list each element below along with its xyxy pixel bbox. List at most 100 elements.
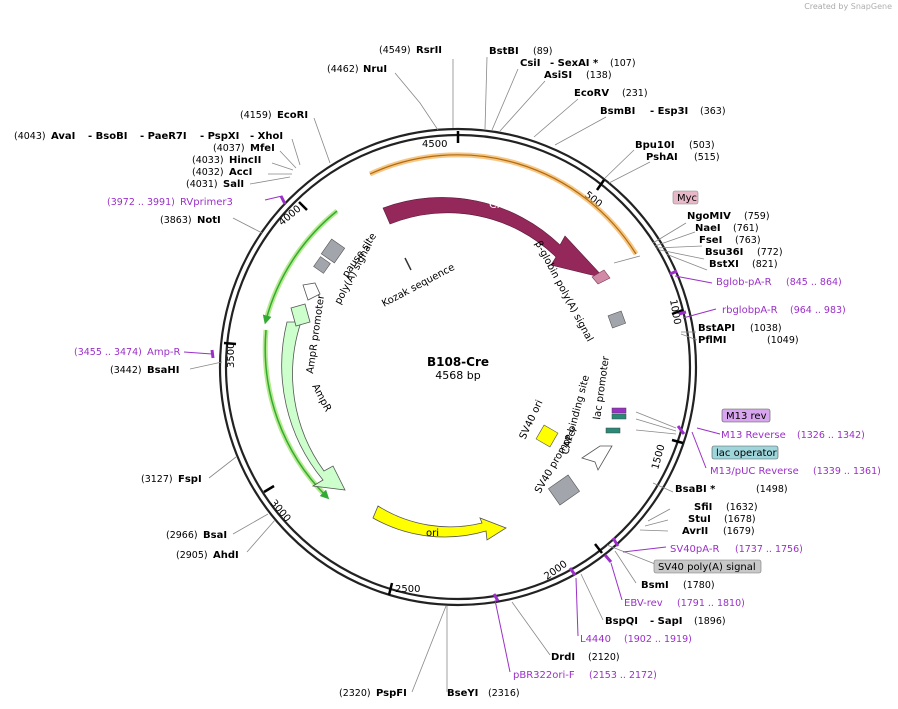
bsai-pos: (2966)	[166, 530, 198, 541]
fspi-name: FspI	[178, 474, 202, 485]
bsahi-pos: (3442)	[110, 365, 142, 376]
m13-marker	[611, 407, 627, 414]
myc-label: Myc	[677, 193, 697, 204]
sv40-promoter-feature[interactable]	[548, 474, 580, 506]
ahdi-pos: (2905)	[176, 550, 208, 561]
tick-2500: 2500	[395, 584, 420, 595]
m13rev-label: M13 rev	[726, 411, 767, 422]
avrii-pos: (1679)	[723, 526, 755, 537]
pshai-name: PshAI	[646, 152, 678, 163]
ampr-promoter-arrow[interactable]	[302, 282, 321, 301]
bsu36i-name: Bsu36I	[705, 247, 743, 258]
ecorv-name: EcoRV	[574, 88, 609, 99]
noti-name: NotI	[197, 215, 221, 226]
ori-feature-arrow[interactable]	[372, 505, 507, 541]
lac-promoter-feature[interactable]	[581, 445, 613, 471]
sv40-ori-feature[interactable]	[535, 424, 559, 448]
avai-pos: (4043)	[14, 131, 46, 142]
pbr322-pos: (2153 .. 2172)	[589, 670, 657, 681]
bstxi-pos: (821)	[752, 259, 778, 270]
ecori-name: EcoRI	[277, 110, 308, 121]
asisi-name: AsiSI	[544, 70, 572, 81]
acci-name: AccI	[229, 167, 252, 178]
cap-marker	[611, 413, 627, 420]
polya-feature[interactable]	[313, 256, 331, 274]
pause-site-feature[interactable]	[320, 238, 346, 264]
bpu10i-pos: (503)	[689, 140, 715, 151]
sali-name: SalI	[223, 179, 244, 190]
ori-label: ori	[426, 528, 439, 539]
ngomiv-name: NgoMIV	[687, 211, 731, 222]
bglobin-feature[interactable]	[591, 269, 611, 285]
ampr-primer-pos: (3455 .. 3474)	[74, 347, 142, 358]
csii-name: CsiI	[520, 58, 540, 69]
green-arc-upper-line	[262, 210, 338, 325]
bsahi-name: BsaHI	[147, 365, 179, 376]
drdi-pos: (2120)	[588, 652, 620, 663]
backbone-outer	[218, 127, 698, 607]
m13puc-pos: (1339 .. 1361)	[813, 466, 881, 477]
xhoi-name: - XhoI	[250, 131, 283, 142]
bsabi-pos: (1498)	[756, 484, 788, 495]
ampr-promoter-feature[interactable]	[290, 303, 311, 327]
pspfi-pos: (2320)	[339, 688, 371, 699]
sv40pa-name: SV40pA-R	[670, 544, 719, 555]
stui-name: StuI	[688, 514, 711, 525]
naei-name: NaeI	[695, 223, 721, 234]
bseyi-pos: (2316)	[488, 688, 520, 699]
ecori-pos: (4159)	[240, 110, 272, 121]
primer-leader-lines	[183, 195, 721, 673]
asisi-pos: (138)	[586, 70, 612, 81]
bglobin-polya-feature[interactable]	[607, 310, 627, 329]
nrui-name: NruI	[363, 64, 387, 75]
major-ticks	[223, 131, 684, 596]
bspqi-pos: (1896)	[694, 616, 726, 627]
m13reverse-pos: (1326 .. 1342)	[797, 430, 865, 441]
rvprimer3-name: RVprimer3	[180, 197, 233, 208]
rsrii-pos: (4549)	[379, 45, 411, 56]
mfei-pos: (4037)	[213, 143, 245, 154]
bsmi-name: BsmI	[641, 580, 669, 591]
hincii-name: HincII	[229, 155, 261, 166]
bstapi-name: BstAPI	[698, 323, 735, 334]
ampr-feature-arrow[interactable]	[281, 321, 346, 491]
bsai-name: BsaI	[203, 530, 227, 541]
bstapi-pos: (1038)	[750, 323, 782, 334]
ecorv-pos: (231)	[622, 88, 648, 99]
fsei-name: FseI	[699, 235, 722, 246]
tick-3000: 3000	[268, 498, 293, 525]
drdi-name: DrdI	[551, 652, 575, 663]
bseyi-name: BseYI	[447, 688, 478, 699]
bspqi-name: BspQI	[605, 616, 638, 627]
avrii-name: AvrII	[682, 526, 708, 537]
m13rev-box	[721, 408, 771, 423]
sfii-pos: (1632)	[726, 502, 758, 513]
sali-pos: (4031)	[186, 179, 218, 190]
l4440-pos: (1902 .. 1919)	[624, 634, 692, 645]
ebvrev-pos: (1791 .. 1810)	[677, 598, 745, 609]
sv40polya-label: SV40 poly(A) signal	[658, 562, 756, 573]
tick-3500: 3500	[226, 343, 237, 368]
ampr-promoter-label: AmpR promoter	[305, 293, 327, 374]
sv40polya-box	[653, 559, 762, 574]
ampr-primer-name: Amp-R	[147, 347, 181, 358]
pbr322-name: pBR322ori-F	[513, 670, 575, 681]
pshai-pos: (515)	[694, 152, 720, 163]
credit-prefix: Created by	[804, 2, 849, 11]
rbglob-primer-name: rbglobpA-R	[722, 305, 778, 316]
bstxi-name: BstXI	[709, 259, 739, 270]
cre-label: Cre	[489, 198, 508, 211]
bsmi-pos: (1780)	[683, 580, 715, 591]
tick-4500: 4500	[422, 139, 447, 150]
bsu36i-pos: (772)	[757, 247, 783, 258]
bglob-primer-pos: (845 .. 864)	[786, 277, 842, 288]
naei-pos: (761)	[733, 223, 759, 234]
lac-promoter-label: lac promoter	[592, 355, 612, 421]
lacop-marker	[605, 427, 621, 434]
bstbi-pos: (89)	[533, 46, 553, 57]
cre-feature-arrow[interactable]	[382, 197, 605, 279]
m13puc-name: M13/pUC Reverse	[710, 466, 799, 477]
sexai-name: - SexAI *	[550, 58, 599, 69]
noti-pos: (3863)	[160, 215, 192, 226]
credit-brand: SnapGene	[850, 2, 892, 11]
